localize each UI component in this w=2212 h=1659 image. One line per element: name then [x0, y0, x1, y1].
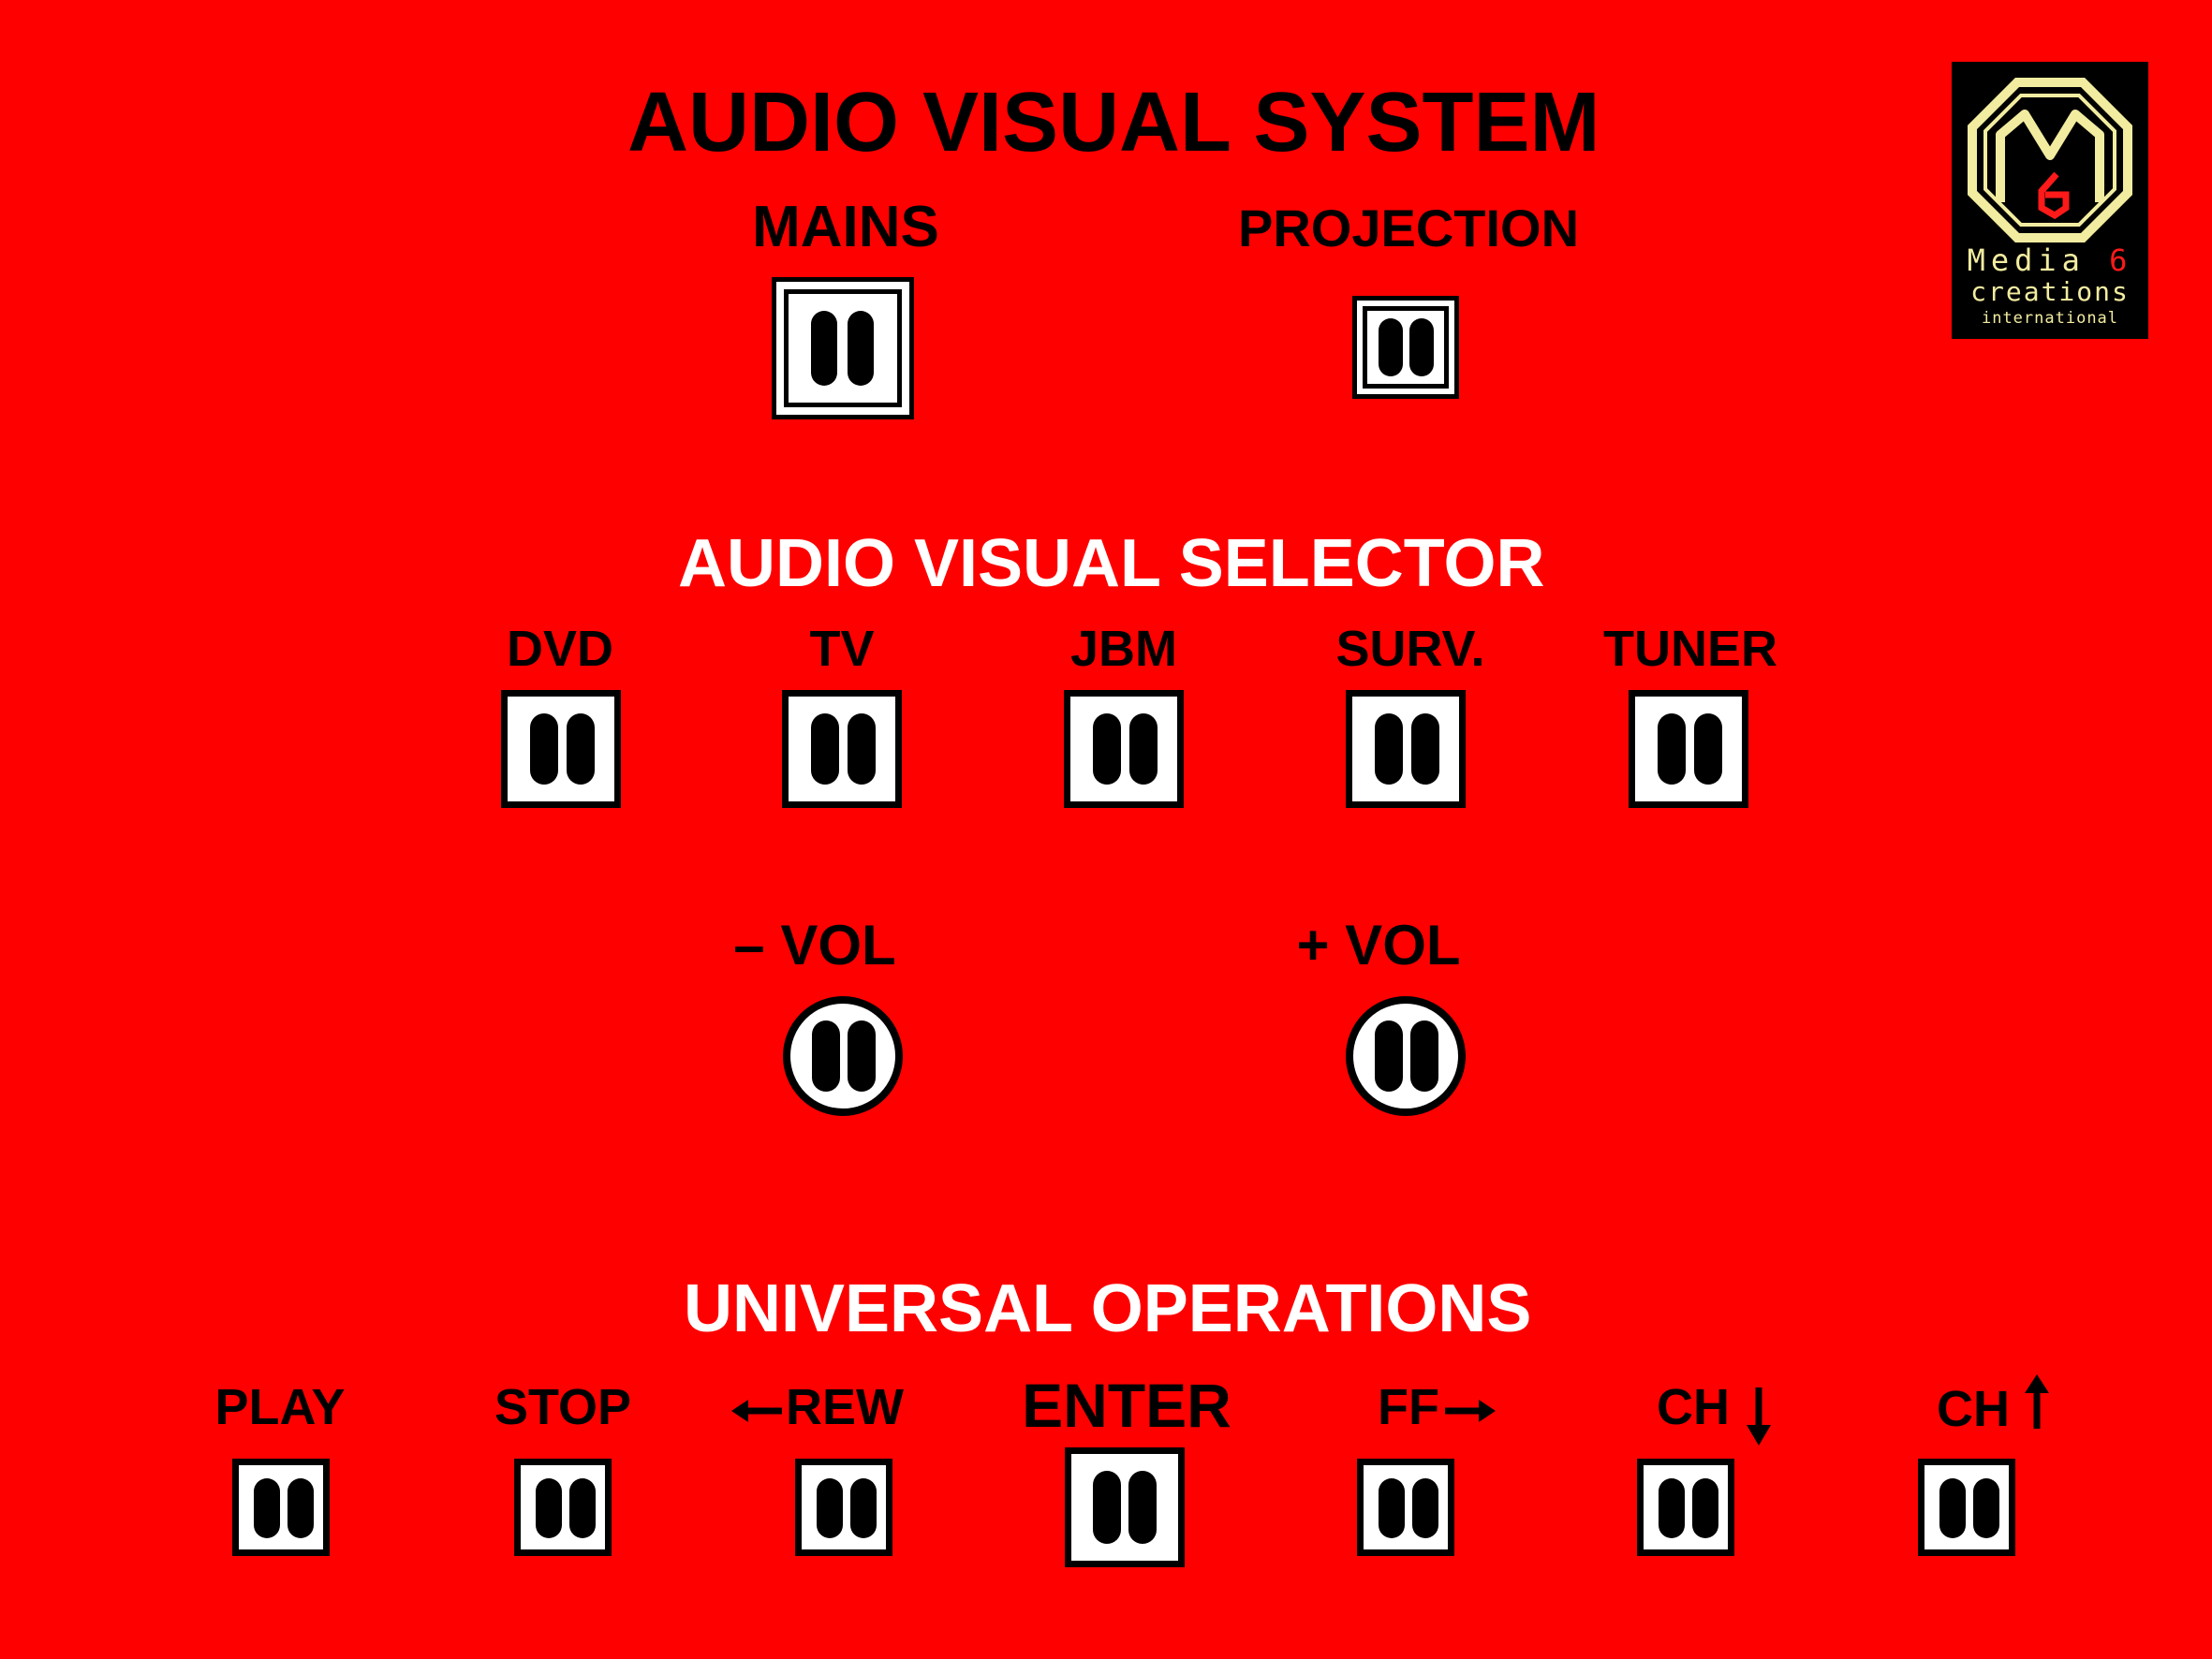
ch-down-button[interactable]: [1637, 1459, 1734, 1556]
surv-label: SURV.: [1335, 621, 1485, 677]
arrow-left-icon: [731, 1399, 783, 1422]
stop-button[interactable]: [514, 1459, 612, 1556]
vol-down-label: – VOL: [733, 914, 896, 976]
selector-title: AUDIO VISUAL SELECTOR: [678, 526, 1545, 601]
play-button[interactable]: [232, 1459, 330, 1556]
mains-button[interactable]: [772, 277, 914, 419]
projection-label: PROJECTION: [1237, 198, 1580, 257]
ff-label: FF: [1378, 1382, 1496, 1432]
stop-label: STOP: [494, 1379, 632, 1435]
tv-label: TV: [809, 621, 875, 677]
rew-label: REW: [731, 1382, 904, 1432]
tuner-button[interactable]: [1629, 690, 1748, 808]
arrow-right-icon: [1444, 1399, 1496, 1422]
ch-down-label: CH: [1657, 1382, 1775, 1447]
ff-label-text: FF: [1378, 1379, 1439, 1435]
tv-button[interactable]: [782, 690, 902, 808]
m6-emblem-icon: [1968, 78, 2132, 242]
page-title: AUDIO VISUAL SYSTEM: [627, 76, 1600, 169]
logo-line-international: international: [1981, 309, 2119, 328]
projection-button[interactable]: [1352, 296, 1459, 399]
arrow-up-icon: [2025, 1374, 2049, 1429]
ch-up-label-text: CH: [1937, 1381, 2010, 1437]
arrow-down-icon: [1747, 1387, 1771, 1446]
vol-down-button[interactable]: [783, 996, 903, 1116]
play-label: PLAY: [214, 1379, 346, 1435]
slot-left: [1379, 318, 1403, 376]
tuner-label: TUNER: [1603, 621, 1777, 677]
enter-button[interactable]: [1065, 1447, 1185, 1567]
rew-label-text: REW: [786, 1379, 904, 1435]
enter-label: ENTER: [1022, 1371, 1231, 1440]
slot-right: [848, 311, 874, 386]
logo-line-creations: creations: [1970, 276, 2130, 307]
ff-button[interactable]: [1357, 1459, 1454, 1556]
media-creations-logo: Media 6 creations international: [1952, 62, 2148, 339]
mains-label: MAINS: [752, 195, 939, 259]
operations-title: UNIVERSAL OPERATIONS: [684, 1271, 1532, 1346]
vol-up-button[interactable]: [1346, 996, 1466, 1116]
dvd-button[interactable]: [501, 690, 621, 808]
slot-left: [811, 311, 837, 386]
jbm-button[interactable]: [1064, 690, 1184, 808]
surv-button[interactable]: [1346, 690, 1466, 808]
ch-up-label: CH: [1937, 1374, 2053, 1434]
slot-right: [1409, 318, 1434, 376]
rew-button[interactable]: [795, 1459, 892, 1556]
logo-6-mark: 6: [2109, 242, 2133, 278]
dvd-label: DVD: [506, 621, 614, 677]
jbm-label: JBM: [1069, 621, 1178, 677]
logo-line-media: Media: [1967, 242, 2086, 278]
ch-up-button[interactable]: [1918, 1459, 2015, 1556]
ch-down-label-text: CH: [1657, 1379, 1730, 1435]
vol-up-label: + VOL: [1296, 914, 1461, 976]
